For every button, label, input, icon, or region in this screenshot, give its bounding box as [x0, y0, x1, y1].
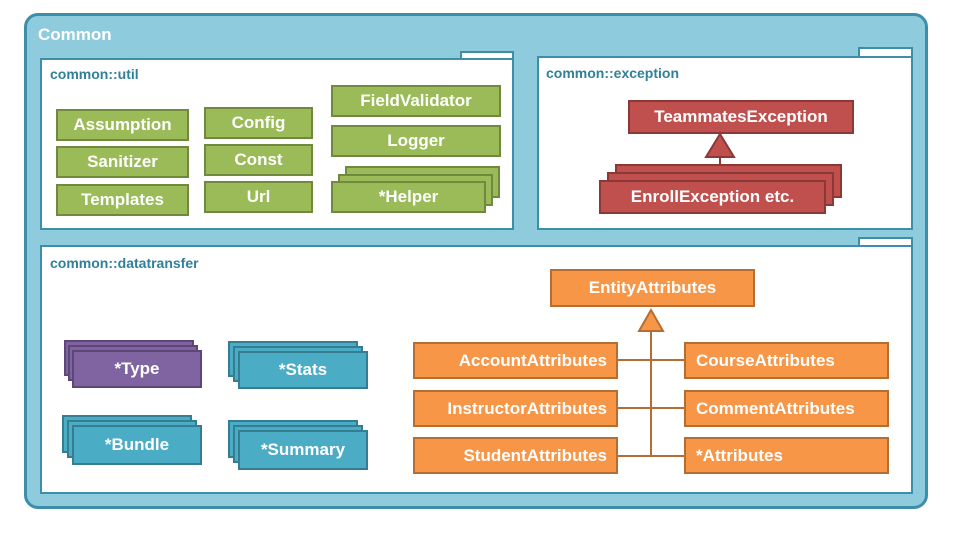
util-package-tab: [460, 51, 514, 60]
exception-inheritance-arrow: [704, 132, 736, 158]
class-fieldvalidator: FieldValidator: [331, 85, 501, 117]
class-accountattributes: AccountAttributes: [413, 342, 618, 379]
class-studentattributes: StudentAttributes: [413, 437, 618, 474]
class-assumption: Assumption: [56, 109, 189, 141]
class-templates: Templates: [56, 184, 189, 216]
group-type: *Type: [72, 350, 202, 388]
class-const: Const: [204, 144, 313, 176]
class-courseattributes: CourseAttributes: [684, 342, 889, 379]
common-package-title: Common: [38, 25, 112, 44]
class-instructorattributes: InstructorAttributes: [413, 390, 618, 427]
class-teammatesexception: TeammatesException: [628, 100, 854, 134]
group-bundle: *Bundle: [72, 425, 202, 465]
util-package-title: common::util: [50, 66, 139, 82]
class-sanitizer: Sanitizer: [56, 146, 189, 178]
datatransfer-package-title: common::datatransfer: [50, 255, 199, 271]
attributes-inheritance-arrow: [637, 307, 665, 332]
exception-package-tab: [858, 47, 913, 56]
class-url: Url: [204, 181, 313, 213]
class-wildcard-attributes: *Attributes: [684, 437, 889, 474]
exception-inheritance: [704, 132, 736, 166]
class-commentattributes: CommentAttributes: [684, 390, 889, 427]
attributes-inheritance: [617, 307, 684, 457]
class-logger: Logger: [331, 125, 501, 157]
class-config: Config: [204, 107, 313, 139]
class-enrollexception: EnrollException etc.: [599, 180, 826, 214]
class-helper: *Helper: [331, 181, 486, 213]
datatransfer-package-tab: [858, 237, 913, 246]
group-summary: *Summary: [238, 430, 368, 470]
class-entityattributes: EntityAttributes: [550, 269, 755, 307]
group-stats: *Stats: [238, 351, 368, 389]
exception-package-title: common::exception: [546, 65, 680, 81]
